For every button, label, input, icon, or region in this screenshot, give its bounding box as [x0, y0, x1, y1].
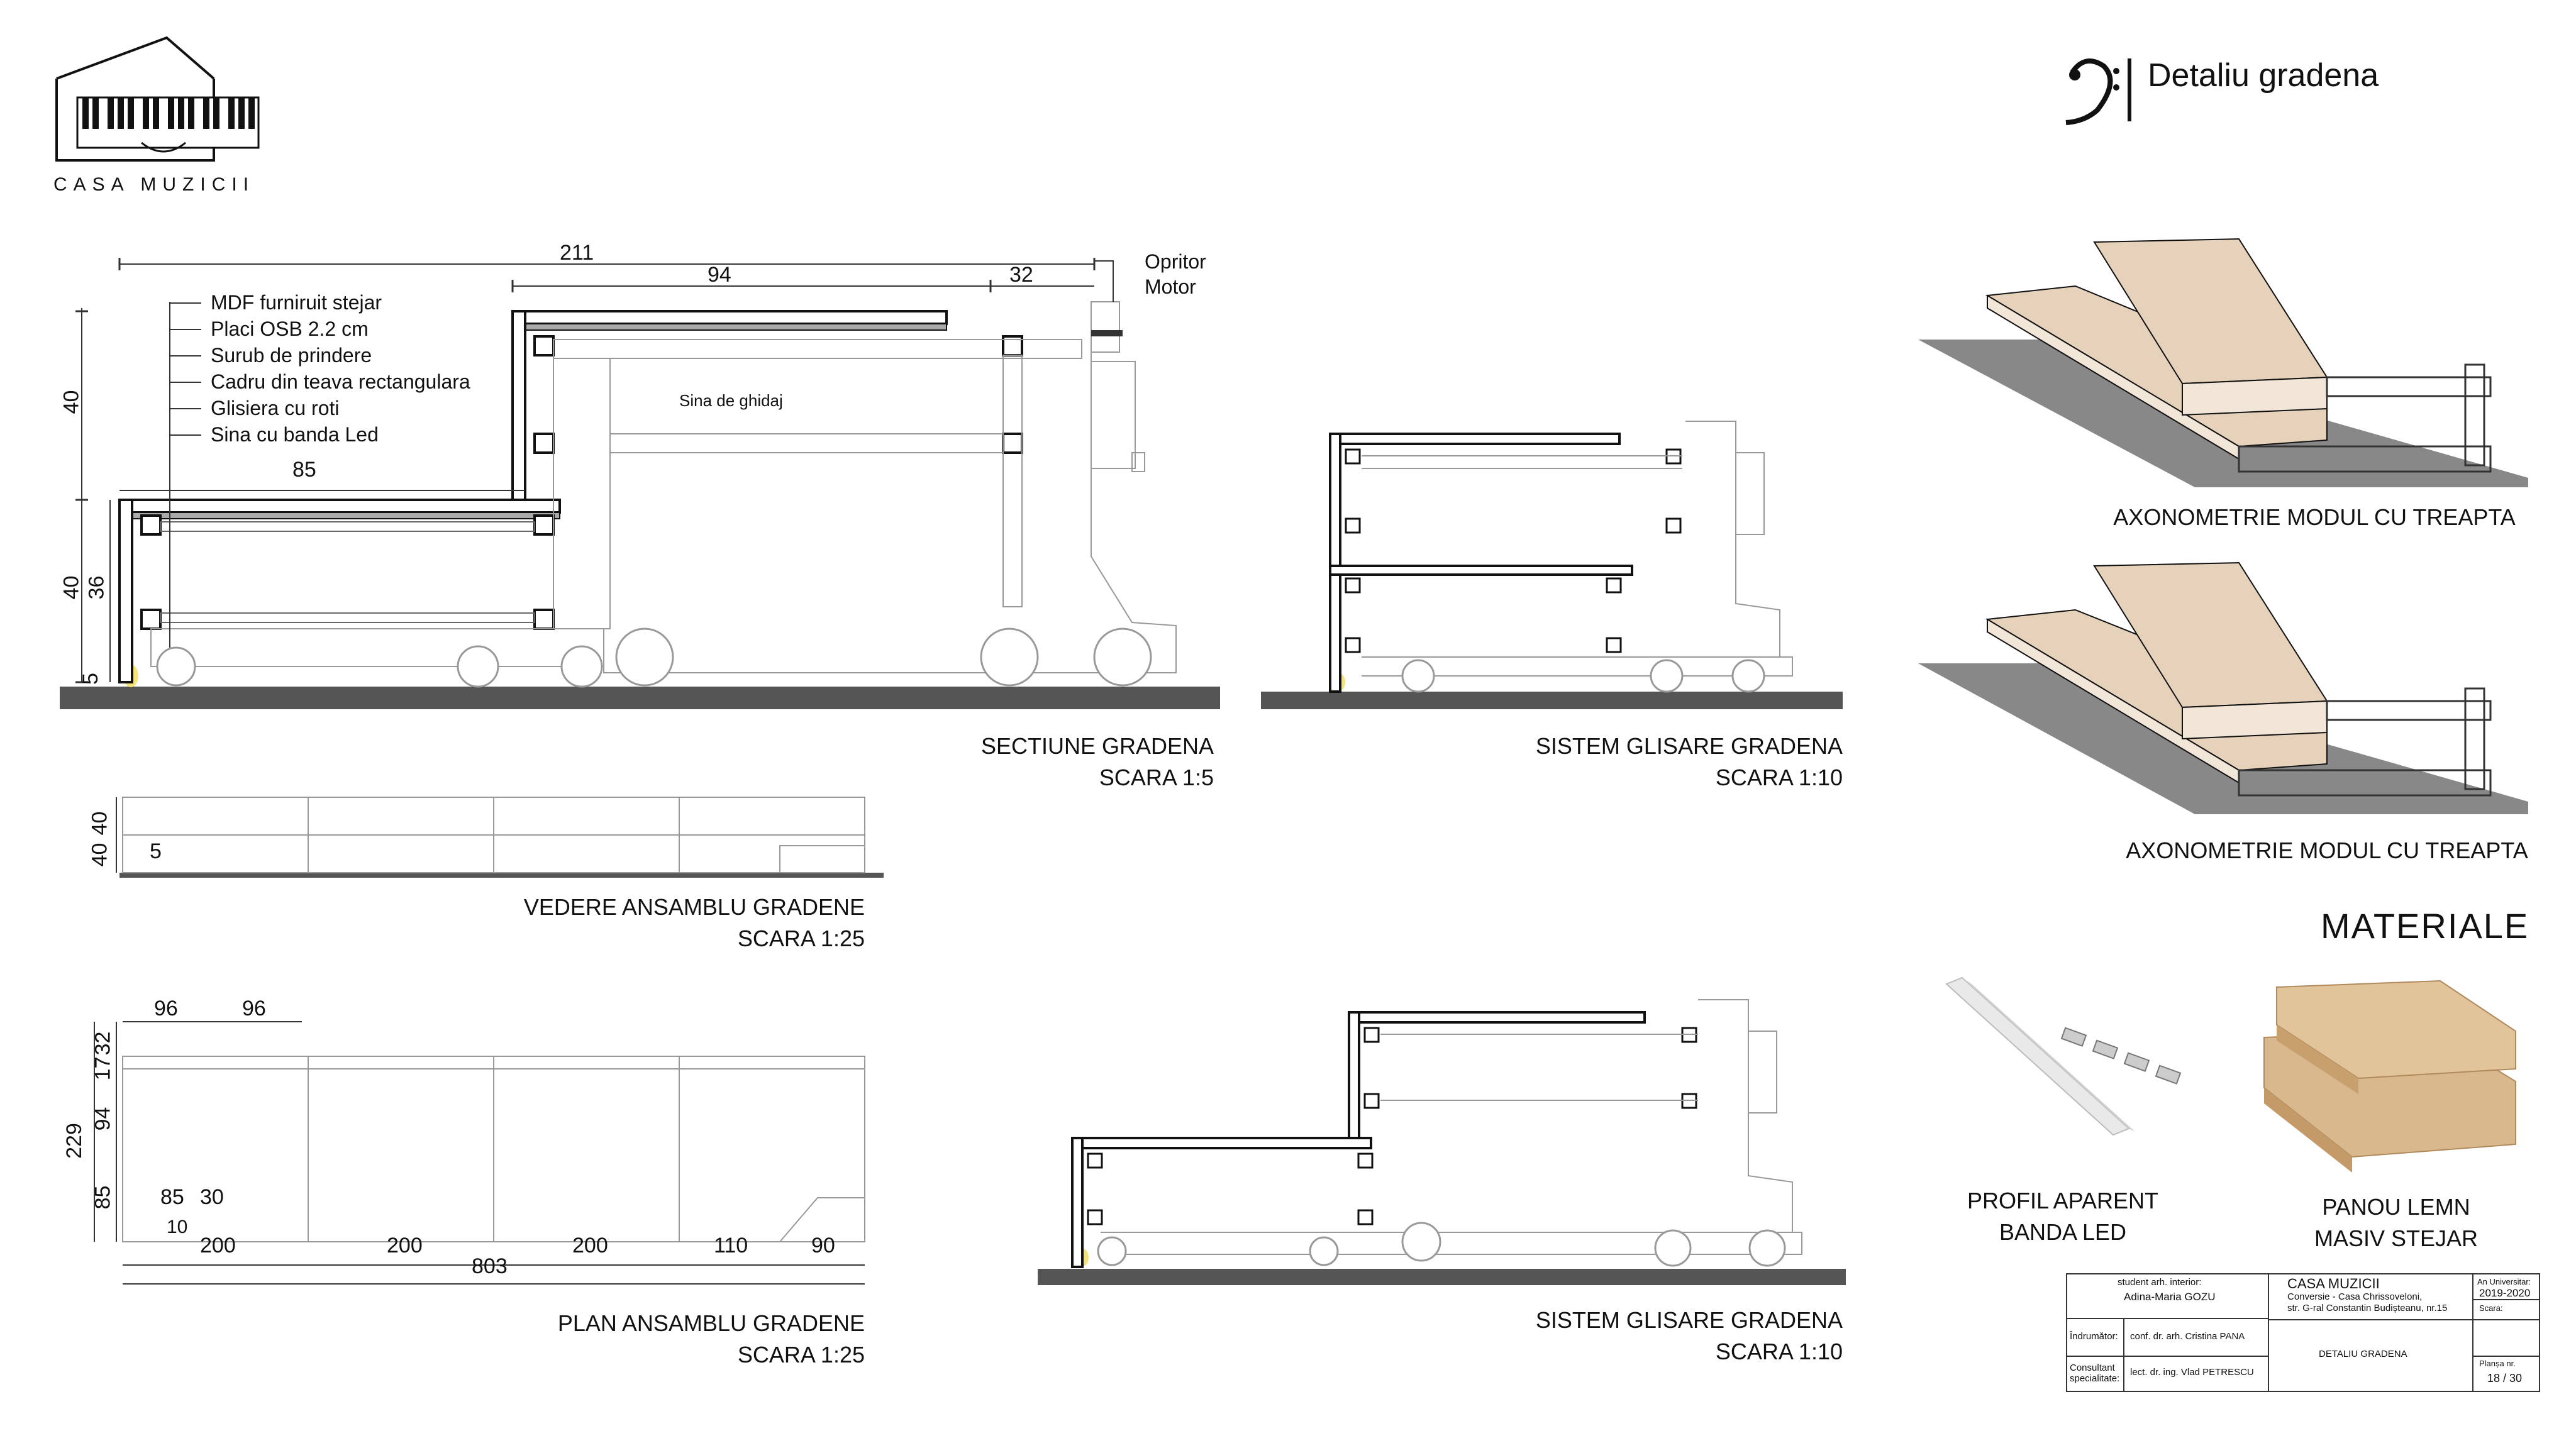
page-header: Detaliu gradena	[2060, 53, 2500, 125]
glide-drawing-1	[1261, 421, 1843, 709]
section-caption: SECTIUNE GRADENA SCARA 1:5	[880, 731, 1214, 794]
caption-line: BANDA LED	[1999, 1219, 2127, 1246]
label-opritor: Opritor	[1145, 250, 1206, 273]
title-block: student arh. interior: Adina-Maria GOZU …	[2066, 1273, 2540, 1392]
dim-94: 94	[708, 263, 731, 287]
tb-sheet-label: Planșa nr.	[2479, 1359, 2516, 1368]
plan-dim-200b: 200	[387, 1234, 423, 1257]
dim-85: 85	[292, 458, 316, 482]
label-sina-ghidaj: Sina de ghidaj	[679, 391, 783, 410]
tb-sheet-no: 18 / 30	[2487, 1372, 2523, 1384]
tb-scale-label: Scara:	[2479, 1303, 2503, 1313]
tb-addr1: Conversie - Casa Chrissoveloni,	[2287, 1291, 2423, 1302]
axonometry-1	[1918, 238, 2528, 814]
ground-slab	[60, 687, 1220, 709]
plan-dim-85b: 85	[160, 1185, 184, 1209]
plan-dim-110: 110	[714, 1234, 748, 1257]
caption-line: SISTEM GLISARE GRADENA	[1535, 733, 1843, 759]
tb-year: 2019-2020	[2479, 1287, 2531, 1299]
plan-dim-803: 803	[472, 1254, 508, 1278]
section-drawing	[60, 258, 1220, 709]
glide1-caption: SISTEM GLISARE GRADENA SCARA 1:10	[1509, 731, 1843, 794]
plan-dim-90: 90	[811, 1234, 835, 1257]
legend-item: Placi OSB 2.2 cm	[211, 318, 369, 340]
plan-drawing	[94, 1021, 865, 1285]
tb-project: CASA MUZICII	[2287, 1276, 2380, 1291]
tb-consult-label: Consultant specialitate:	[2070, 1362, 2120, 1384]
tb-sheet-title: DETALIU GRADENA	[2319, 1349, 2407, 1359]
plan-dim-96b: 96	[242, 997, 266, 1020]
caption-line: SCARA 1:25	[737, 1342, 865, 1368]
tb-student-label: student arh. interior:	[2118, 1277, 2202, 1288]
plan-dim-96a: 96	[154, 997, 178, 1020]
page-title: Detaliu gradena	[2148, 57, 2379, 94]
plan-dim-200c: 200	[572, 1234, 608, 1257]
tb-addr2: str. G-ral Constantin Budișteanu, nr.15	[2287, 1303, 2448, 1313]
caption-line: SCARA 1:25	[737, 926, 865, 952]
caption-line: PROFIL APARENT	[1967, 1188, 2159, 1213]
caption-line: SCARA 1:10	[1715, 1339, 1843, 1365]
tb-consult: lect. dr. ing. Vlad PETRESCU	[2130, 1367, 2254, 1378]
axo2-caption: AXONOMETRIE MODUL CU TREAPTA	[2126, 837, 2528, 863]
label-motor: Motor	[1145, 275, 1196, 298]
legend-item: Cadru din teava rectangulara	[211, 370, 470, 393]
legend-item: Glisiera cu roti	[211, 397, 340, 419]
caption-line: SECTIUNE GRADENA	[980, 733, 1214, 759]
led-caption: PROFIL APARENT BANDA LED	[1937, 1185, 2189, 1249]
plan-dim-10: 10	[167, 1217, 188, 1237]
caption-line: PLAN ANSAMBLU GRADENE	[557, 1310, 865, 1336]
materials-title: MATERIALE	[2321, 906, 2529, 946]
legend-item: MDF furniruit stejar	[211, 291, 382, 314]
caption-line: SCARA 1:5	[1099, 765, 1214, 791]
caption-line: MASIV STEJAR	[2314, 1225, 2479, 1252]
legend-item: Surub de prindere	[211, 344, 372, 367]
tb-guide: conf. dr. arh. Cristina PANA	[2130, 1331, 2245, 1342]
dim-32: 32	[1009, 263, 1033, 287]
axo1-caption: AXONOMETRIE MODUL CU TREAPTA	[2113, 504, 2516, 530]
tb-student-name: Adina-Maria GOZU	[2124, 1291, 2216, 1303]
logo: CASA MUZICII	[53, 35, 261, 198]
wood-caption: PANOU LEMN MASIV STEJAR	[2270, 1191, 2522, 1255]
legend: MDF furniruit stejar Placi OSB 2.2 cm Su…	[211, 289, 470, 448]
plan-dim-200a: 200	[200, 1234, 236, 1257]
glide2-caption: SISTEM GLISARE GRADENA SCARA 1:10	[1509, 1305, 1843, 1368]
glide-drawing-2	[1038, 999, 1846, 1285]
caption-line: SCARA 1:10	[1715, 765, 1843, 791]
caption-line: VEDERE ANSAMBLU GRADENE	[523, 894, 865, 920]
bass-clef-icon	[2065, 58, 2131, 125]
elev-dim-5: 5	[150, 839, 162, 863]
dim-211: 211	[560, 241, 594, 265]
logo-house-icon	[55, 36, 260, 162]
plan-dim-30: 30	[200, 1185, 224, 1209]
caption-line: SISTEM GLISARE GRADENA	[1535, 1307, 1843, 1333]
caption-line: PANOU LEMN	[2322, 1194, 2470, 1220]
tb-guide-label: Îndrumător:	[2070, 1331, 2118, 1342]
tb-year-label: An Universitar:	[2477, 1277, 2531, 1286]
logo-text: CASA MUZICII	[53, 174, 255, 195]
plan-caption: PLAN ANSAMBLU GRADENE SCARA 1:25	[487, 1308, 865, 1371]
elevation-caption: VEDERE ANSAMBLU GRADENE SCARA 1:25	[487, 892, 865, 955]
elevation-drawing	[116, 797, 884, 878]
oak-panel-image	[2263, 980, 2516, 1173]
led-profile-image	[1945, 976, 2182, 1136]
legend-item: Sina cu banda Led	[211, 423, 379, 446]
